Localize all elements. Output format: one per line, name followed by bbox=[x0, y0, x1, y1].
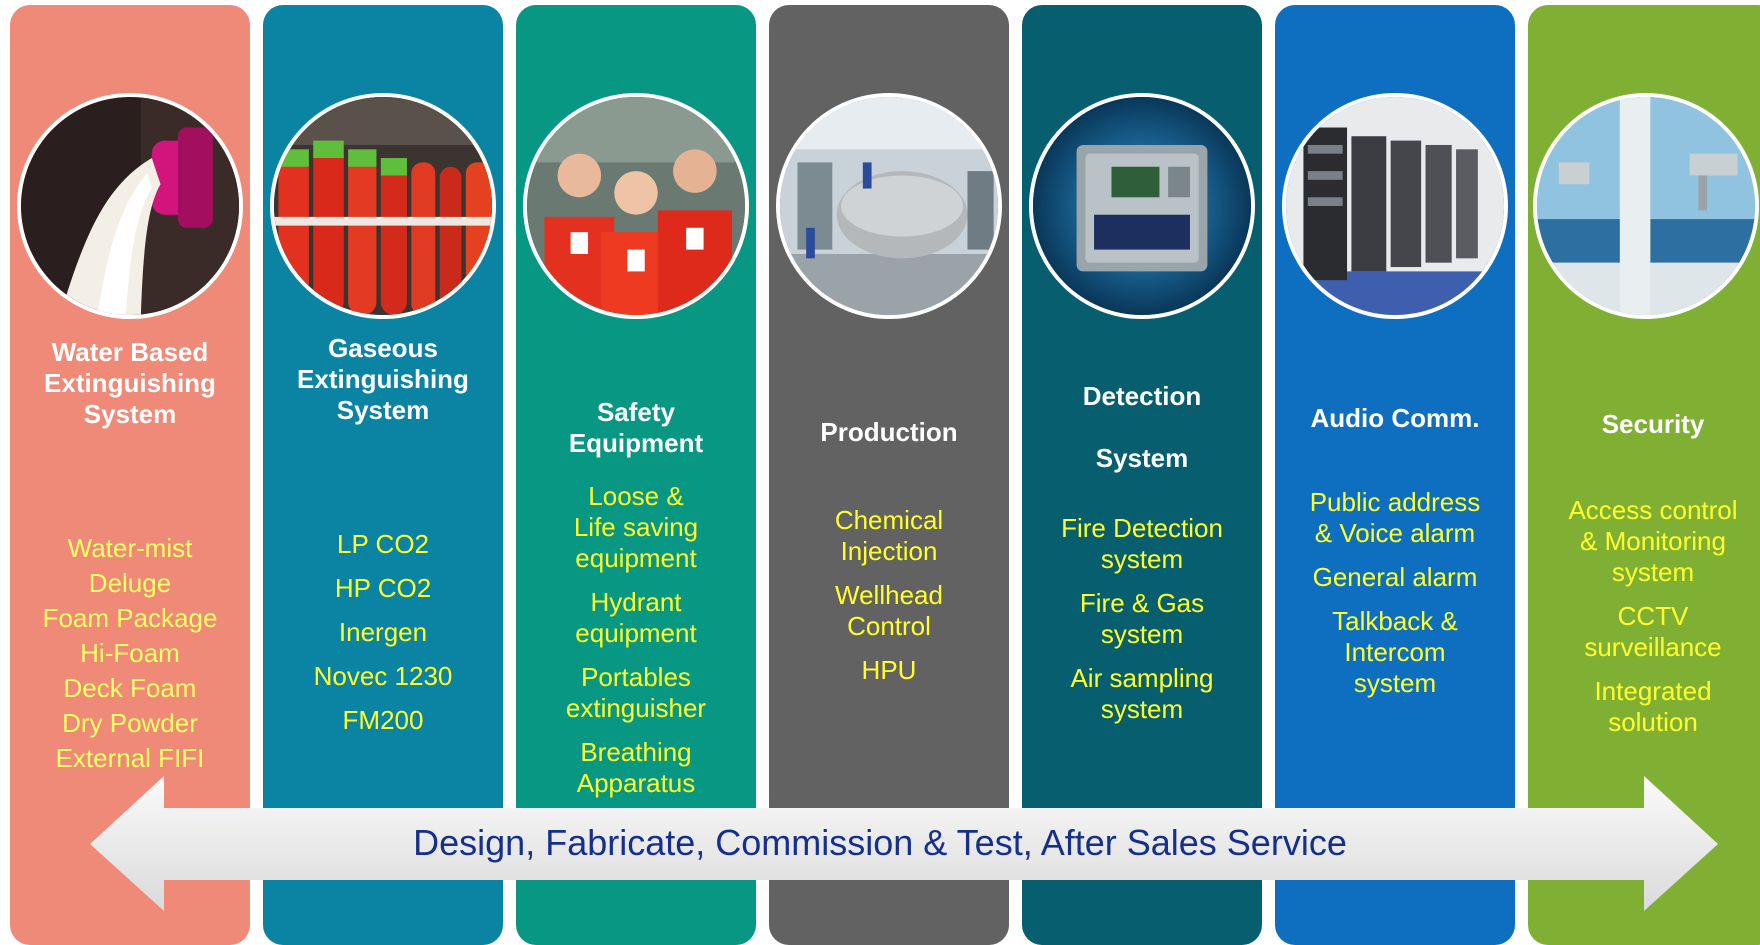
photo-production-facility bbox=[776, 93, 1002, 319]
column-title: Water Based Extinguishing System bbox=[44, 337, 216, 429]
item-list: Water-mist Deluge Foam Package Hi-Foam D… bbox=[10, 533, 250, 778]
photo-equipment-racks bbox=[1282, 93, 1508, 319]
list-item: General alarm bbox=[1312, 562, 1478, 592]
list-item: HP CO2 bbox=[334, 573, 432, 603]
item-list: Fire Detection system Fire & Gas system … bbox=[1022, 513, 1262, 738]
photo-detection-panel-image bbox=[1033, 97, 1251, 315]
photo-gas-cylinders-image bbox=[274, 97, 492, 315]
item-list: Chemical Injection Wellhead Control HPU bbox=[769, 505, 1009, 699]
photo-production-facility-image bbox=[780, 97, 998, 315]
list-item: Loose & Life saving equipment bbox=[573, 481, 699, 573]
list-item: Water-mist bbox=[67, 533, 193, 563]
list-item: HPU bbox=[861, 655, 917, 685]
list-item: CCTV surveillance bbox=[1584, 601, 1722, 662]
column-water-based: Water Based Extinguishing System Water-m… bbox=[10, 5, 250, 945]
column-title: Detection System bbox=[1082, 381, 1202, 473]
column-detection: Detection System Fire Detection system F… bbox=[1022, 5, 1262, 945]
list-item: Inergen bbox=[338, 617, 428, 647]
photo-water-discharge-image bbox=[21, 97, 239, 315]
photo-gas-cylinders bbox=[270, 93, 496, 319]
photo-detection-panel bbox=[1029, 93, 1255, 319]
column-title: Audio Comm. bbox=[1310, 403, 1480, 433]
photo-cctv-mast bbox=[1533, 93, 1759, 319]
list-item: Hydrant equipment bbox=[575, 587, 697, 648]
list-item: LP CO2 bbox=[336, 529, 429, 559]
list-item: Novec 1230 bbox=[313, 661, 453, 691]
list-item: Public address & Voice alarm bbox=[1309, 487, 1481, 548]
list-item: Deck Foam bbox=[63, 673, 197, 703]
list-item: Portables extinguisher bbox=[565, 662, 707, 723]
column-title: Safety Equipment bbox=[568, 397, 704, 458]
column-security: Security Access control & Monitoring sys… bbox=[1528, 5, 1760, 945]
list-item: Integrated solution bbox=[1594, 676, 1712, 737]
list-item: Access control & Monitoring system bbox=[1568, 495, 1738, 587]
list-item: Deluge bbox=[88, 568, 172, 598]
item-list: Loose & Life saving equipment Hydrant eq… bbox=[516, 481, 756, 812]
photo-life-jackets-image bbox=[527, 97, 745, 315]
photo-cctv-mast-image bbox=[1537, 97, 1755, 315]
list-item: Breathing Apparatus bbox=[576, 737, 696, 798]
list-item: Hi-Foam bbox=[80, 638, 180, 668]
photo-life-jackets bbox=[523, 93, 749, 319]
column-audio-comm: Audio Comm. Public address & Voice alarm… bbox=[1275, 5, 1515, 945]
photo-equipment-racks-image bbox=[1286, 97, 1504, 315]
list-item: Wellhead Control bbox=[835, 580, 943, 641]
column-title: Security bbox=[1601, 409, 1705, 439]
list-item: External FIFI bbox=[55, 743, 205, 773]
item-list: Public address & Voice alarm General ala… bbox=[1275, 487, 1515, 712]
column-safety-equipment: Safety Equipment Loose & Life saving equ… bbox=[516, 5, 756, 945]
column-gaseous: Gaseous Extinguishing System LP CO2 HP C… bbox=[263, 5, 503, 945]
list-item: Fire Detection system bbox=[1061, 513, 1223, 574]
column-title: Production bbox=[820, 417, 958, 447]
list-item: Foam Package bbox=[42, 603, 218, 633]
list-item: Fire & Gas system bbox=[1079, 588, 1205, 649]
column-title: Gaseous Extinguishing System bbox=[297, 333, 469, 425]
list-item: Air sampling system bbox=[1070, 663, 1214, 724]
list-item: FM200 bbox=[342, 705, 424, 735]
list-item: Chemical Injection bbox=[834, 505, 944, 566]
list-item: Dry Powder bbox=[62, 708, 198, 738]
item-list: Access control & Monitoring system CCTV … bbox=[1528, 495, 1760, 742]
photo-water-discharge bbox=[17, 93, 243, 319]
item-list: LP CO2 HP CO2 Inergen Novec 1230 FM200 bbox=[263, 529, 503, 749]
list-item: Talkback & Intercom system bbox=[1332, 606, 1458, 698]
column-production: Production Chemical Injection Wellhead C… bbox=[769, 5, 1009, 945]
service-banner-text: Design, Fabricate, Commission & Test, Af… bbox=[413, 822, 1347, 863]
